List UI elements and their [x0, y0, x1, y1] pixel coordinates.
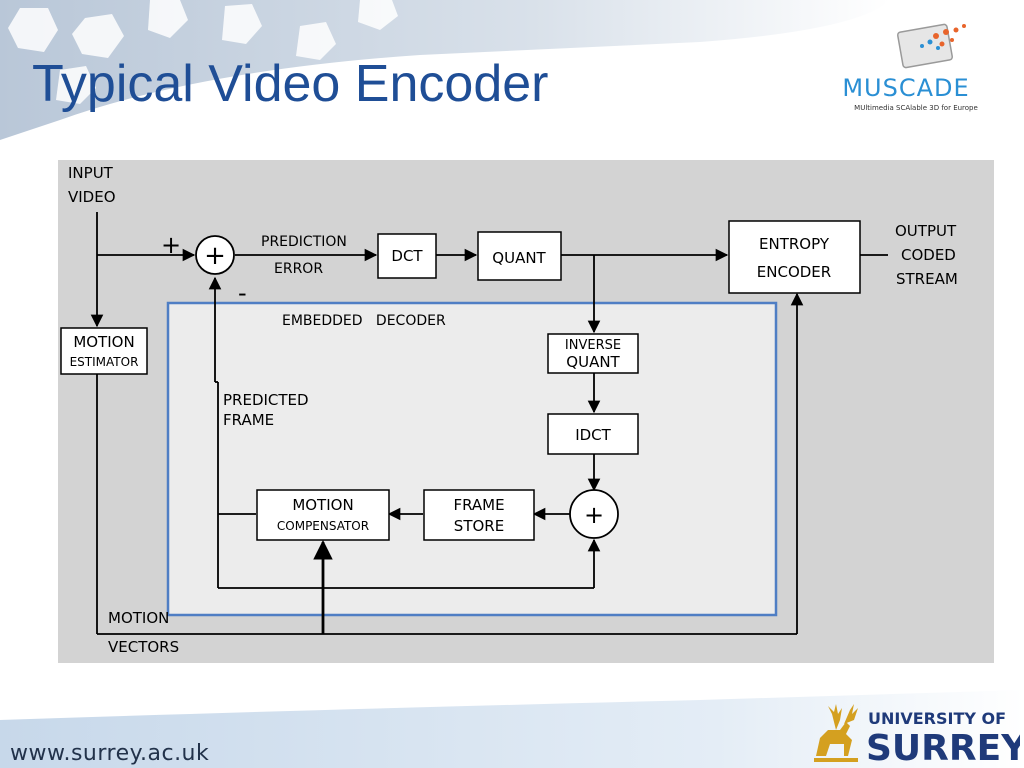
output-label-line1: OUTPUT — [895, 222, 957, 240]
motion-compensator-line2: COMPENSATOR — [277, 519, 369, 533]
inverse-quant-block — [547, 333, 639, 374]
inverse-quant-line1: INVERSE — [565, 338, 621, 353]
bottom-banner — [0, 690, 1024, 768]
motion-estimator-line2: ESTIMATOR — [70, 355, 139, 369]
top-banner — [0, 0, 890, 140]
reconstruction-summer — [569, 489, 619, 539]
plus-sign: + — [161, 231, 181, 259]
muscade-logo: MUSCADE MUltimedia SCAlable 3D for Europ… — [842, 23, 978, 112]
idct-block — [547, 413, 639, 455]
idct-label: IDCT — [575, 426, 611, 444]
video-encoder-diagram: + + INPUT VIDEO + - PREDICTION ERROR DCT… — [58, 160, 994, 663]
motion-estimator-block — [60, 327, 148, 375]
motion-vectors-line1: MOTION — [108, 609, 169, 627]
predicted-frame-line2: FRAME — [223, 411, 274, 429]
footer-url: www.surrey.ac.uk — [10, 741, 210, 766]
output-label-line2: CODED — [901, 246, 956, 264]
slide-title: Typical Video Encoder — [32, 55, 549, 113]
predicted-frame-line1: PREDICTED — [223, 391, 309, 409]
entropy-label-line1: ENTROPY — [759, 235, 830, 253]
muscade-wordmark: MUSCADE — [842, 74, 969, 102]
reconstruction-summer-symbol: + — [584, 501, 604, 529]
frame-store-line2: STORE — [454, 517, 504, 535]
frame-store-block — [423, 489, 535, 541]
inverse-quant-line2: QUANT — [566, 353, 620, 371]
surrey-logo: UNIVERSITY OF SURREY — [814, 704, 1020, 766]
dct-label: DCT — [391, 247, 423, 265]
prediction-summer — [195, 235, 235, 275]
motion-compensator-block — [256, 489, 390, 541]
motion-compensator-line1: MOTION — [292, 496, 353, 514]
dct-block — [377, 233, 437, 279]
quant-label: QUANT — [492, 249, 546, 267]
stag-emblem — [814, 704, 858, 762]
frame-store-line1: FRAME — [453, 496, 504, 514]
output-label-line3: STREAM — [896, 270, 958, 288]
embedded-decoder-label: EMBEDDED DECODER — [282, 313, 446, 329]
muscade-tagline: MUltimedia SCAlable 3D for Europe — [854, 104, 978, 112]
motion-vectors-line2: VECTORS — [108, 638, 179, 656]
university-of-text: UNIVERSITY OF — [868, 709, 1006, 728]
entropy-encoder-block — [728, 220, 861, 294]
prediction-error-line1: PREDICTION — [261, 234, 347, 250]
input-label-line1: INPUT — [68, 164, 114, 182]
surrey-text: SURREY — [866, 728, 1020, 766]
minus-sign: - — [238, 279, 247, 307]
input-label-line2: VIDEO — [68, 188, 116, 206]
prediction-summer-symbol: + — [204, 241, 226, 271]
embedded-decoder-region — [166, 301, 778, 617]
motion-estimator-line1: MOTION — [73, 333, 134, 351]
prediction-error-line2: ERROR — [274, 261, 323, 277]
quant-block — [477, 231, 562, 281]
entropy-label-line2: ENCODER — [757, 263, 831, 281]
